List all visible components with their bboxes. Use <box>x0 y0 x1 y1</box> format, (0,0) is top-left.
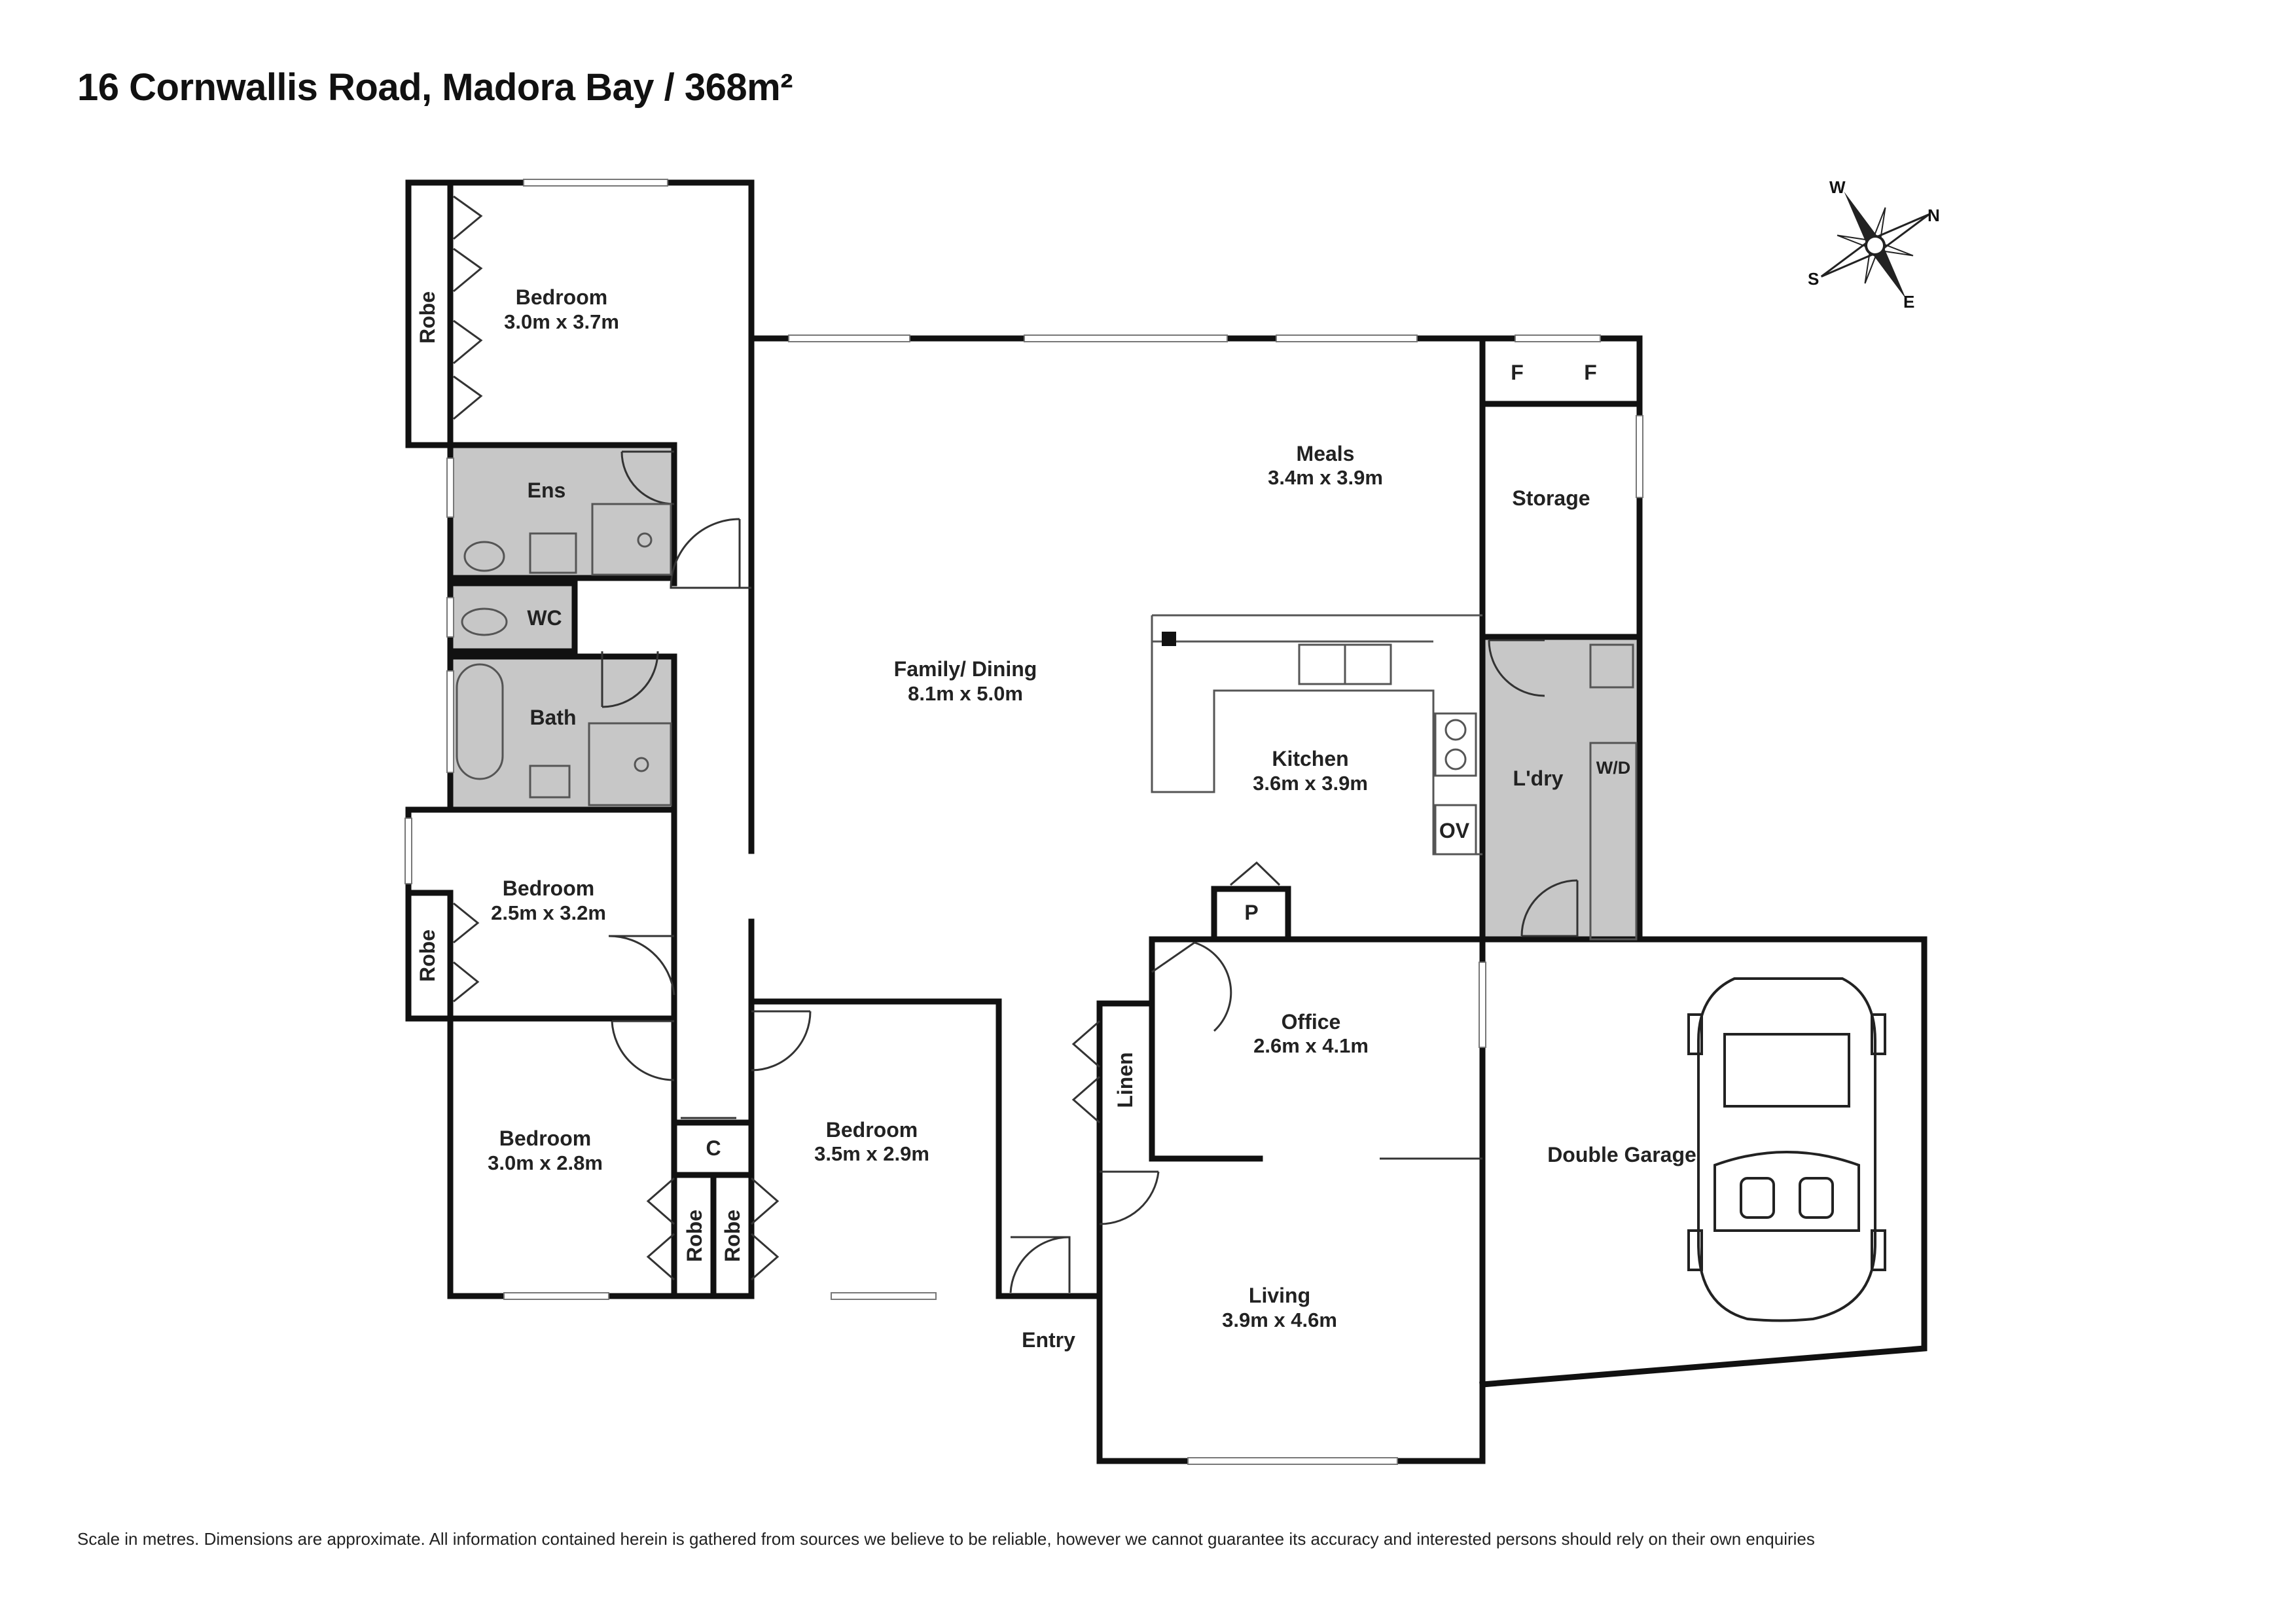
meals-dims: 3.4m x 3.9m <box>1268 466 1383 489</box>
bedroom4-name: Bedroom <box>826 1118 918 1142</box>
wet-areas <box>450 447 1636 939</box>
compass-s: S <box>1808 269 1819 289</box>
washer-dryer-label: W/D <box>1596 758 1630 778</box>
office-dims: 2.6m x 4.1m <box>1253 1034 1369 1057</box>
fridge-label-2: F <box>1584 361 1597 384</box>
office-name: Office <box>1282 1010 1341 1034</box>
entry-label: Entry <box>1022 1328 1075 1352</box>
pantry-label: P <box>1244 901 1258 924</box>
kitchen-dims: 3.6m x 3.9m <box>1253 772 1368 795</box>
robe-label-bedroom1: Robe <box>416 291 439 344</box>
kitchen-name: Kitchen <box>1272 747 1348 770</box>
bath-floor <box>450 657 674 807</box>
disclaimer: Scale in metres. Dimensions are approxim… <box>77 1529 1815 1549</box>
bedroom2-dims: 2.5m x 3.2m <box>491 901 606 924</box>
garage-label: Double Garage <box>1547 1143 1696 1166</box>
car-icon <box>1687 977 1886 1322</box>
bedroom3-name: Bedroom <box>499 1127 591 1150</box>
oven-label: OV <box>1439 819 1470 842</box>
fridge-label-1: F <box>1511 361 1524 384</box>
wc-label: WC <box>527 606 562 630</box>
bedroom1-name: Bedroom <box>516 285 607 309</box>
compass-e: E <box>1903 292 1914 312</box>
cupboard-label: C <box>706 1136 721 1160</box>
laundry-label: L'dry <box>1513 767 1564 790</box>
wc-floor <box>450 583 575 651</box>
bedroom4-dims: 3.5m x 2.9m <box>814 1142 929 1165</box>
living-dims: 3.9m x 4.6m <box>1222 1308 1337 1331</box>
bedroom3-dims: 3.0m x 2.8m <box>488 1151 603 1174</box>
bath-label: Bath <box>529 706 576 729</box>
family-name: Family/ Dining <box>894 657 1037 681</box>
doors <box>453 195 1579 1293</box>
robe-label-bedroom4: Robe <box>721 1210 744 1262</box>
compass-w: W <box>1829 177 1846 197</box>
ensuite-floor <box>450 447 674 578</box>
robe-label-bedroom3: Robe <box>683 1210 706 1262</box>
compass-n: N <box>1928 206 1940 225</box>
bedroom1-dims: 3.0m x 3.7m <box>504 310 619 333</box>
windows <box>404 179 1643 1465</box>
living-name: Living <box>1249 1284 1310 1307</box>
bedroom2-name: Bedroom <box>503 876 594 900</box>
meals-name: Meals <box>1297 442 1355 465</box>
robe-label-bedroom2: Robe <box>416 929 439 982</box>
compass-icon <box>1820 191 1930 300</box>
linen-label: Linen <box>1113 1052 1137 1108</box>
fixtures <box>456 503 1638 941</box>
ensuite-label: Ens <box>528 478 566 502</box>
family-dims: 8.1m x 5.0m <box>908 682 1023 705</box>
page-title: 16 Cornwallis Road, Madora Bay / 368m² <box>77 66 793 109</box>
storage-label: Storage <box>1512 486 1590 510</box>
